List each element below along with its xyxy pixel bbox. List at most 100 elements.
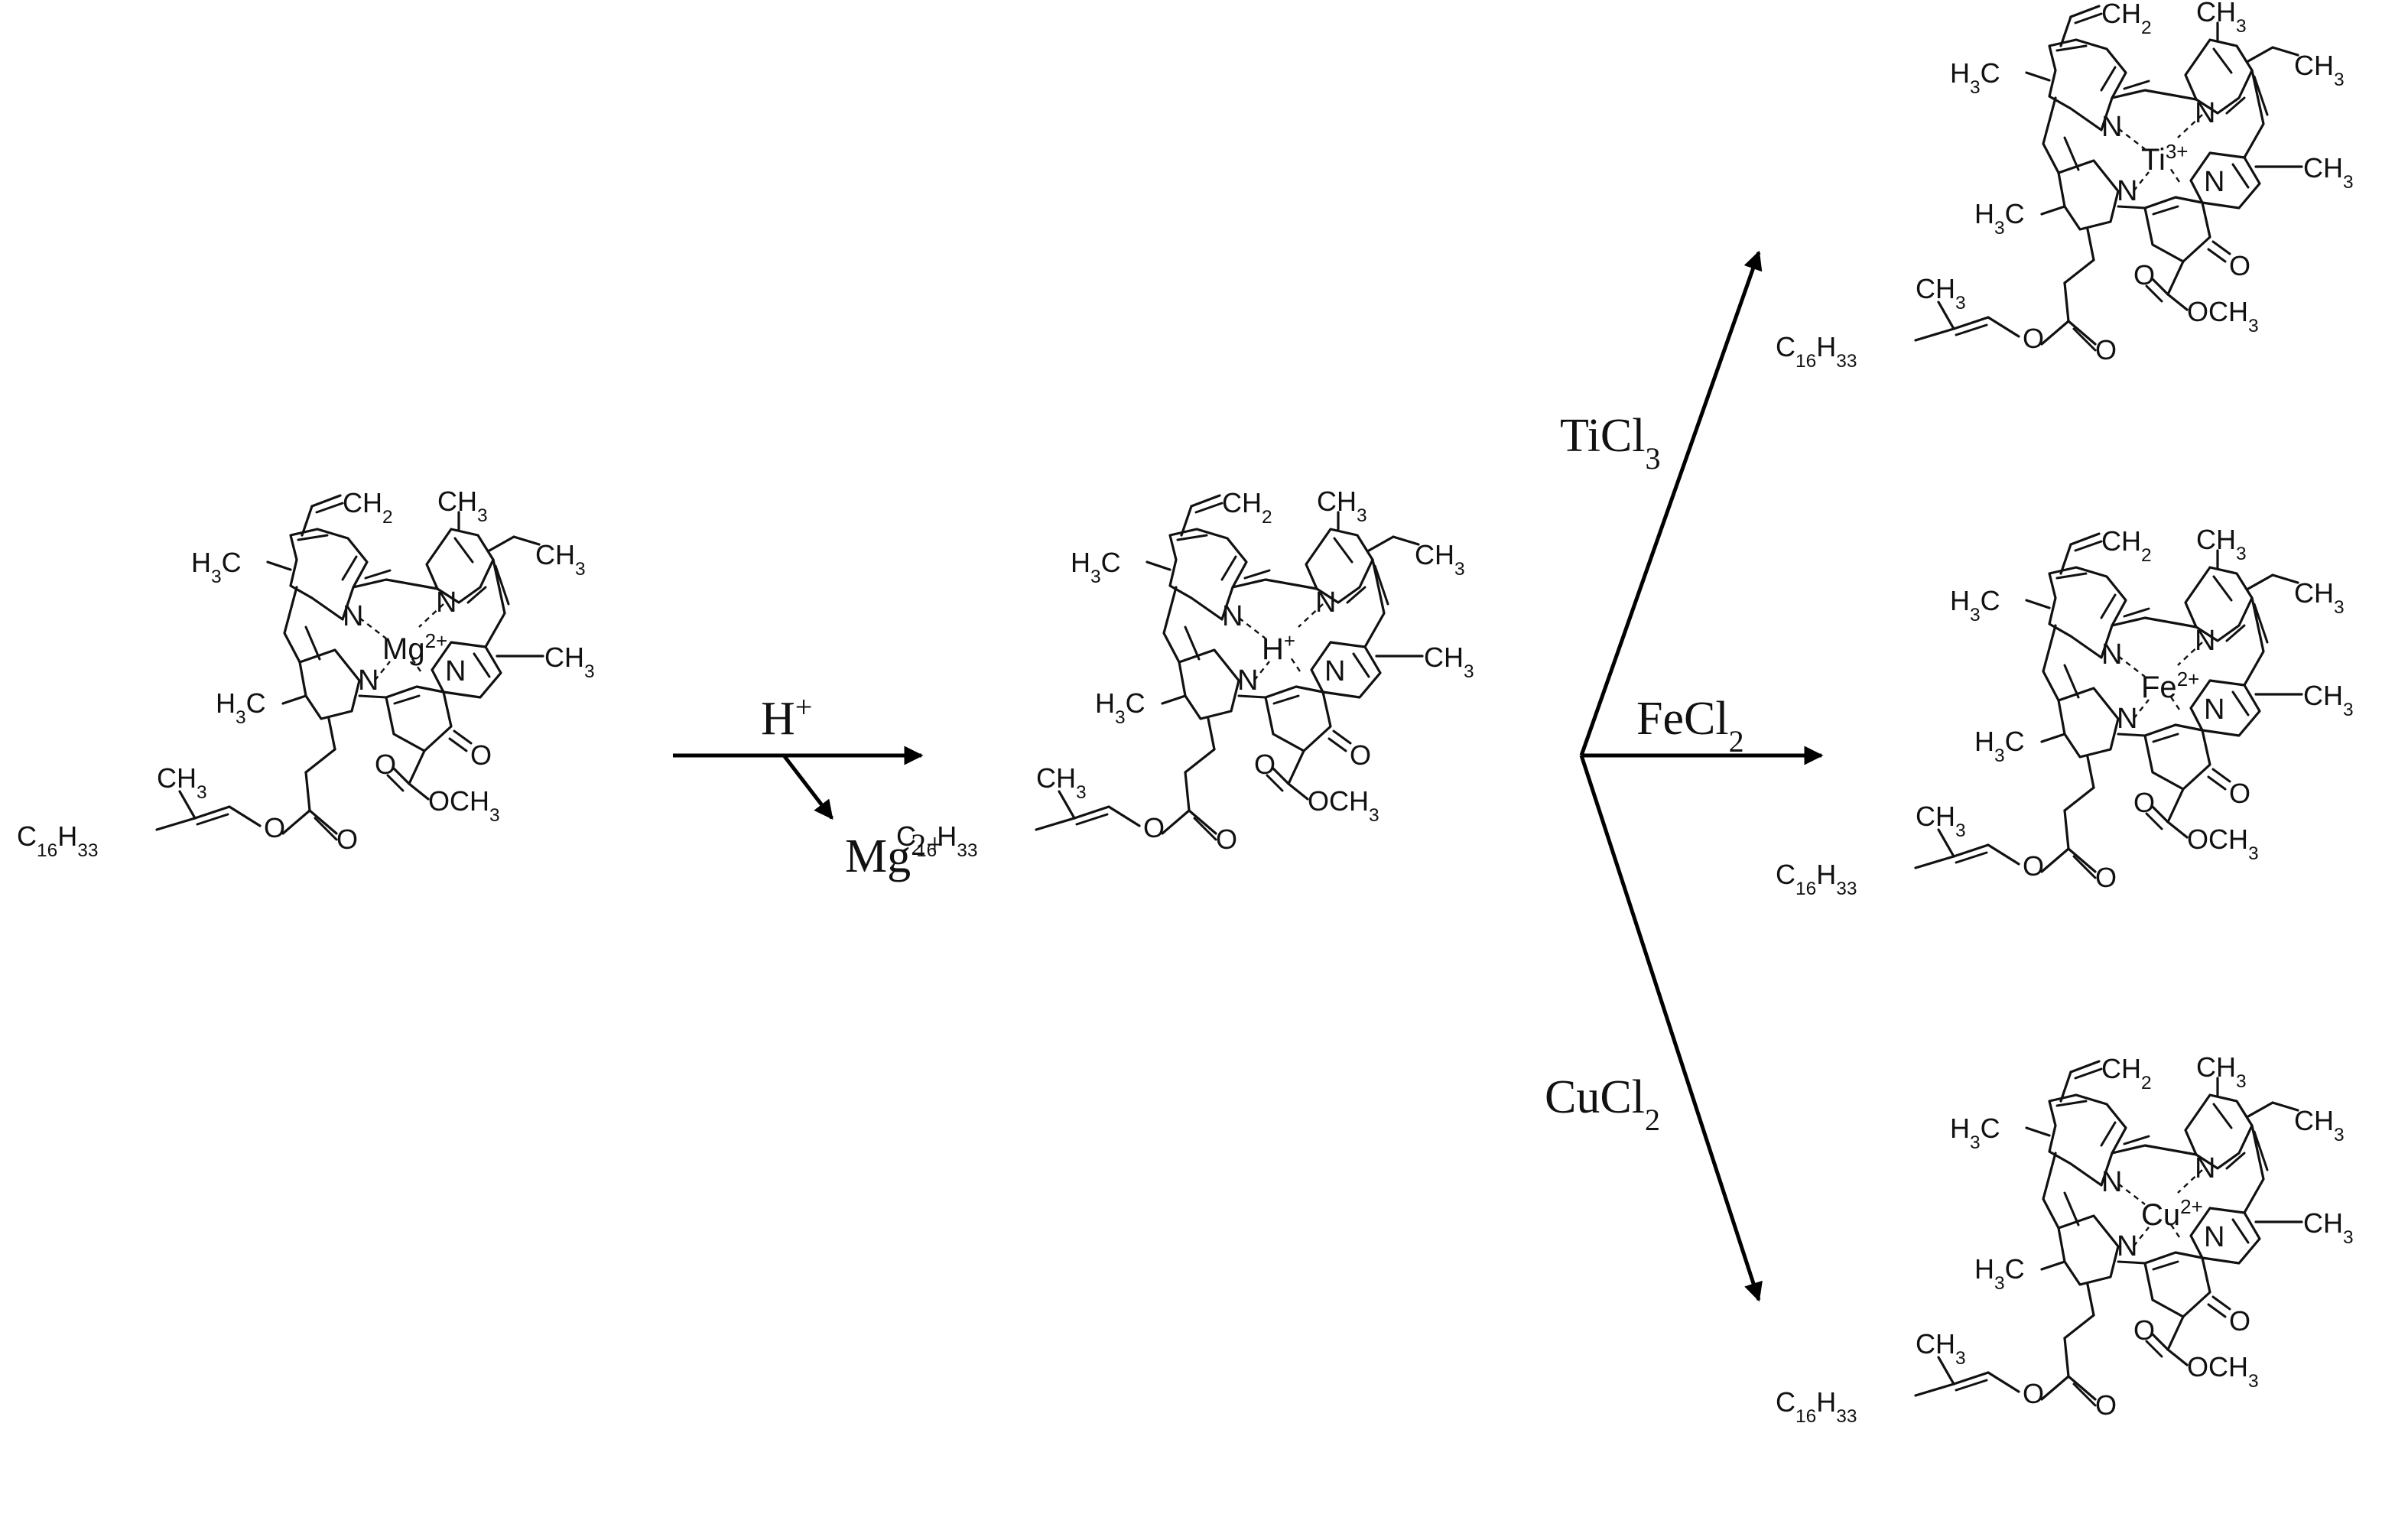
methoxy-label: OCH3	[428, 785, 500, 826]
methyl-label-right: CH3	[2303, 152, 2354, 193]
vinyl-label: CH2	[2101, 0, 2152, 38]
side-chain-methyl-label: CH3	[1916, 801, 1966, 841]
ethyl-methyl-label: CH3	[1415, 539, 1465, 580]
ester-oxygen-label: O	[375, 749, 396, 780]
nitrogen-label: N	[358, 664, 379, 697]
reagent-mg-released: Mg2+	[845, 827, 944, 883]
methyl-label-ringc: H3C	[1095, 687, 1146, 728]
methyl-label-ringc: H3C	[1974, 1253, 2025, 1294]
ethyl-methyl-label: CH3	[2294, 1105, 2345, 1145]
nitrogen-label: N	[2204, 694, 2224, 726]
side-chain-methyl-label: CH3	[157, 762, 207, 803]
methyl-label-top: CH3	[2196, 524, 2247, 564]
reagent-cucl2: CuCl2	[1545, 1071, 1660, 1137]
nitrogen-label: N	[1315, 586, 1336, 619]
carbonyl-oxygen-label: O	[1216, 824, 1237, 855]
ester-oxygen-label: O	[1143, 812, 1165, 843]
methoxy-label: OCH3	[2187, 296, 2259, 336]
ester-oxygen-label: O	[2133, 259, 2155, 291]
methyl-label-left: H3C	[1950, 57, 2000, 98]
central-ion: Mg2+	[382, 629, 447, 666]
alkyl-chain-label: C16H33	[1776, 331, 1857, 372]
nitrogen-label: N	[2117, 1230, 2137, 1262]
ester-oxygen-label: O	[2133, 787, 2155, 818]
methyl-label-ringc: H3C	[216, 687, 266, 728]
methyl-label-left: H3C	[1071, 547, 1121, 587]
nitrogen-label: N	[1222, 600, 1243, 632]
alkyl-chain-label: C16H33	[17, 820, 98, 861]
ester-oxygen-label: O	[2023, 323, 2044, 354]
central-ion: Cu2+	[2141, 1195, 2203, 1232]
alkyl-chain-label: C16H33	[1776, 1386, 1857, 1427]
side-chain-methyl-label: CH3	[1916, 1328, 1966, 1369]
nitrogen-label: N	[2101, 638, 2122, 671]
nitrogen-label: N	[2101, 1166, 2122, 1198]
ethyl-methyl-label: CH3	[535, 539, 586, 580]
nitrogen-label: N	[2195, 97, 2215, 129]
ketone-oxygen-label: O	[2229, 1305, 2250, 1337]
nitrogen-label: N	[343, 600, 363, 632]
reagent-ticl3: TiCl3	[1560, 410, 1661, 476]
nitrogen-label: N	[2195, 625, 2215, 657]
nitrogen-label: N	[436, 586, 457, 619]
nitrogen-label: N	[1237, 664, 1258, 697]
methyl-label-top: CH3	[2196, 0, 2247, 37]
central-ion: H+	[1262, 629, 1295, 666]
methyl-label-top: CH3	[437, 486, 488, 526]
methyl-label-left: H3C	[1950, 585, 2000, 625]
nitrogen-label: N	[445, 655, 466, 687]
ketone-oxygen-label: O	[470, 739, 492, 771]
ketone-oxygen-label: O	[2229, 250, 2250, 281]
ester-oxygen-label: O	[2023, 1378, 2044, 1409]
carbonyl-oxygen-label: O	[336, 824, 358, 855]
reagent-acid: H+	[761, 690, 812, 746]
arrow-to-cu	[1579, 755, 1763, 1302]
arrow-to-ti	[1579, 250, 1763, 756]
methyl-label-left: H3C	[191, 547, 242, 587]
nitrogen-label: N	[2195, 1152, 2215, 1184]
side-chain-methyl-label: CH3	[1916, 273, 1966, 314]
ester-oxygen-label: O	[1254, 749, 1275, 780]
central-ion: Fe2+	[2141, 668, 2199, 704]
ester-oxygen-label: O	[264, 812, 285, 843]
nitrogen-label: N	[2101, 111, 2122, 143]
methoxy-label: OCH3	[2187, 824, 2259, 864]
ester-oxygen-label: O	[2133, 1314, 2155, 1346]
ethyl-methyl-label: CH3	[2294, 50, 2345, 90]
nitrogen-label: N	[2117, 175, 2137, 207]
reagent-fecl2: FeCl2	[1636, 693, 1744, 759]
methyl-label-top: CH3	[2196, 1051, 2247, 1092]
methoxy-label: OCH3	[2187, 1351, 2259, 1392]
methyl-label-right: CH3	[544, 642, 595, 682]
vinyl-label: CH2	[1222, 487, 1272, 528]
methoxy-label: OCH3	[1308, 785, 1379, 826]
methyl-label-left: H3C	[1950, 1113, 2000, 1153]
carbonyl-oxygen-label: O	[2095, 1389, 2117, 1421]
nitrogen-label: N	[2117, 703, 2137, 735]
nitrogen-label: N	[1324, 655, 1345, 687]
ketone-oxygen-label: O	[2229, 778, 2250, 809]
nitrogen-label: N	[2204, 1221, 2224, 1253]
vinyl-label: CH2	[343, 487, 393, 528]
vinyl-label: CH2	[2101, 525, 2152, 566]
alkyl-chain-label: C16H33	[896, 820, 977, 861]
methyl-label-ringc: H3C	[1974, 726, 2025, 766]
carbonyl-oxygen-label: O	[2095, 334, 2117, 366]
methyl-label-right: CH3	[2303, 680, 2354, 720]
ethyl-methyl-label: CH3	[2294, 577, 2345, 618]
methyl-label-right: CH3	[1424, 642, 1474, 682]
carbonyl-oxygen-label: O	[2095, 862, 2117, 893]
methyl-label-ringc: H3C	[1974, 198, 2025, 239]
arrow-mg-release	[782, 754, 834, 820]
methyl-label-top: CH3	[1317, 486, 1367, 526]
central-ion: Ti3+	[2141, 140, 2189, 177]
nitrogen-label: N	[2204, 166, 2224, 198]
alkyl-chain-label: C16H33	[1776, 859, 1857, 899]
vinyl-label: CH2	[2101, 1053, 2152, 1093]
